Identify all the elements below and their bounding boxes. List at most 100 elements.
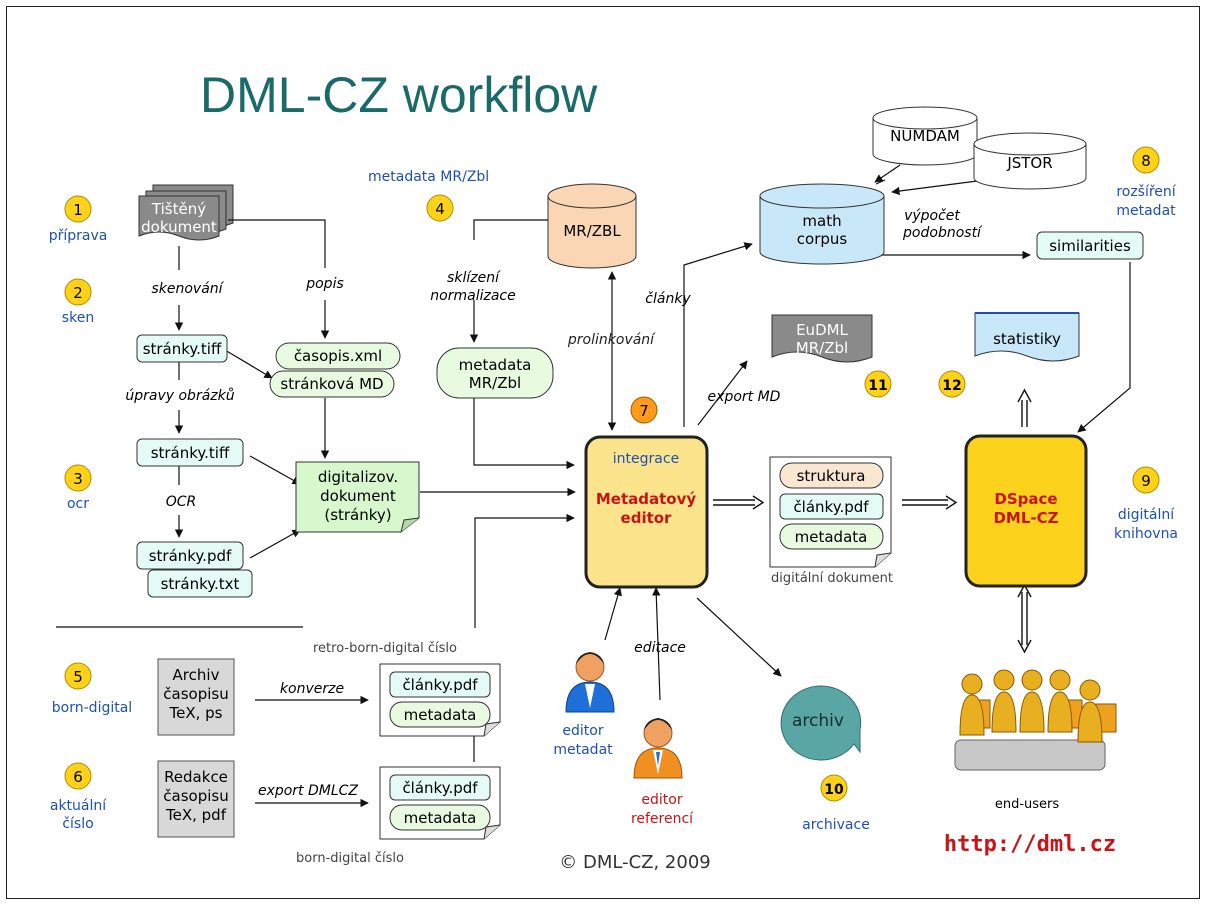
site-url[interactable]: http://dml.cz: [944, 832, 1116, 857]
dspace-repository[interactable]: DSpace DML-CZ: [964, 434, 1088, 588]
node-text: stránky.pdf: [149, 547, 232, 565]
node-text: dokument: [141, 218, 217, 236]
step-7: 7: [630, 396, 658, 424]
node-text: stránky.txt: [161, 575, 240, 593]
node-text: Metadatový: [596, 490, 697, 508]
similarities: similarities: [1036, 231, 1144, 260]
edge-label: konverze: [280, 681, 344, 697]
node-text: MR/Zbl: [469, 374, 521, 392]
node-text: stránky.tiff: [151, 444, 230, 462]
step-1: 1 příprava: [49, 195, 108, 244]
file-stranky-txt: stránky.txt: [147, 569, 253, 598]
statistiky: statistiky: [974, 312, 1080, 362]
step-label: aktuální: [50, 798, 107, 814]
node-text: metadata: [404, 809, 477, 827]
edge-label: popis: [305, 276, 344, 292]
step-number: 10: [824, 782, 844, 798]
edge-label: normalizace: [430, 288, 515, 304]
node-text: NUMDAM: [890, 127, 960, 145]
xml-strankova-md: stránková MD: [269, 370, 395, 398]
slide-frame: [6, 6, 1200, 899]
born-document: články.pdf metadata: [379, 766, 501, 840]
jstor-database: JSTOR: [973, 132, 1087, 190]
step-number: 5: [73, 668, 83, 686]
node-text: časopisu: [163, 787, 228, 805]
node-text: DML-CZ: [993, 509, 1058, 527]
step-number: 3: [73, 470, 83, 488]
node-text: Archiv: [173, 666, 220, 684]
archiv-bubble: archiv: [780, 685, 862, 761]
node-text: stránky.tiff: [143, 340, 222, 358]
node-text: časopis.xml: [294, 347, 382, 365]
step-label: číslo: [62, 816, 93, 832]
edge-label: výpočet: [904, 208, 960, 224]
digital-document: struktura články.pdf metadata digitální …: [769, 456, 893, 586]
printed-document: Tištěný dokument: [138, 184, 234, 241]
node-text: math: [802, 212, 841, 230]
node-text: časopisu: [163, 685, 228, 703]
node-text: similarities: [1049, 237, 1131, 255]
step-number: 9: [1141, 472, 1151, 490]
step-label: archivace: [802, 817, 870, 833]
node-text: EuDML: [796, 321, 848, 339]
node-text: metadata: [795, 528, 868, 546]
file-stranky-tiff-1: stránky.tiff: [136, 334, 228, 363]
file-stranky-tiff-2: stránky.tiff: [136, 438, 244, 467]
middle-connectors: [255, 164, 1131, 808]
retro-document: články.pdf metadata: [379, 663, 501, 737]
node-text: metadata: [459, 356, 532, 374]
person-label: referencí: [631, 811, 694, 827]
edge-label: sklízení: [447, 270, 501, 286]
edge-label: export DMLCZ: [258, 783, 358, 799]
caption: digitální dokument: [771, 571, 893, 586]
numdam-database: NUMDAM: [872, 106, 978, 166]
step-label: metadata MR/Zbl: [368, 169, 489, 185]
node-text: TeX, ps: [169, 704, 223, 722]
edge-label: editace: [634, 640, 686, 656]
person-label: editor: [562, 723, 603, 739]
step-label: knihovna: [1114, 526, 1178, 542]
end-users-group: end-users: [954, 669, 1117, 812]
person-label: metadat: [553, 742, 613, 758]
node-text: dokument: [320, 487, 396, 505]
node-text: MR/Zbl: [796, 339, 848, 357]
node-text: MR/ZBL: [563, 222, 621, 240]
copyright: © DML-CZ, 2009: [559, 852, 710, 873]
step-number: 2: [73, 284, 83, 302]
step-number: 11: [868, 378, 887, 394]
edge-label: export MD: [708, 389, 781, 405]
redakce-casopisu: Redakce časopisu TeX, pdf: [157, 760, 235, 838]
step-8: 8 rozšíření metadat: [1116, 146, 1177, 219]
node-text: články.pdf: [793, 498, 869, 516]
metadata-mr-zbl: metadata MR/Zbl: [436, 347, 554, 399]
step-2: 2 sken: [62, 278, 94, 326]
digitized-document: digitalizov. dokument (stránky): [295, 461, 420, 533]
double-arrows: [713, 388, 1032, 654]
step-label: příprava: [49, 228, 108, 244]
edge-label: OCR: [166, 494, 197, 510]
node-text: integrace: [613, 451, 679, 467]
xml-casopis: časopis.xml: [275, 342, 401, 370]
edge-label: články: [645, 291, 691, 307]
node-text: metadata: [404, 706, 477, 724]
eudml-export: EuDML MR/Zbl: [771, 314, 873, 363]
step-4: metadata MR/Zbl 4: [368, 169, 489, 222]
node-text: statistiky: [993, 330, 1061, 348]
node-text: (stránky): [324, 506, 391, 524]
person-label: editor: [641, 792, 682, 808]
editor-referenci-person: editor referencí: [631, 718, 694, 827]
step-number: 12: [942, 378, 961, 394]
math-corpus-database: math corpus: [759, 183, 885, 265]
page-title: DML-CZ workflow: [200, 67, 598, 123]
archiv-casopisu: Archiv časopisu TeX, ps: [157, 658, 235, 736]
step-11: 11: [864, 370, 892, 398]
edge-label: podobností: [902, 225, 983, 241]
step-10: 10 archivace: [802, 774, 870, 833]
step-label: rozšíření: [1116, 184, 1176, 200]
step-label: sken: [62, 310, 94, 326]
metadata-editor[interactable]: integrace Metadatový editor: [584, 435, 709, 589]
edge-label: prolinkování: [567, 332, 656, 348]
step-9: 9 digitální knihovna: [1114, 466, 1178, 542]
node-text: články.pdf: [402, 676, 478, 694]
node-text: editor: [621, 509, 673, 527]
